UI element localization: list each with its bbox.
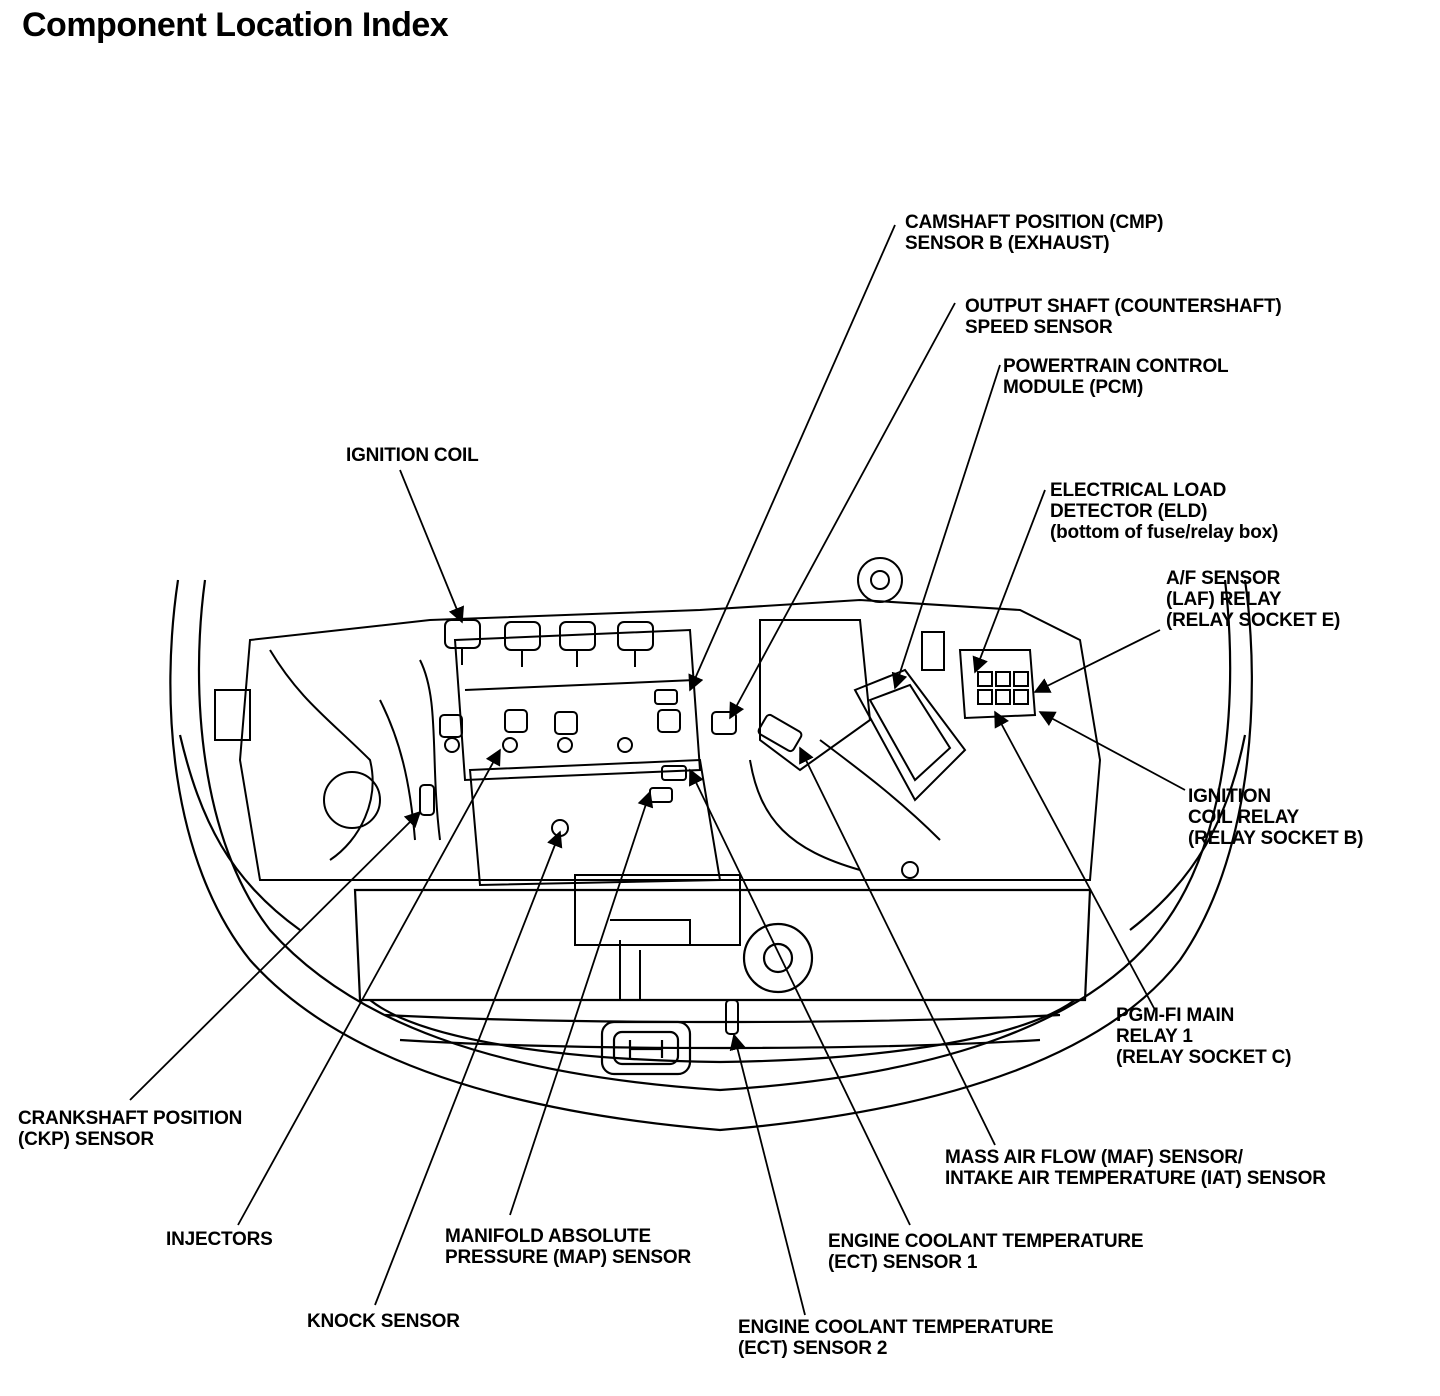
label-injectors: INJECTORS [166,1229,273,1250]
label-output-shaft-sensor: OUTPUT SHAFT (COUNTERSHAFT)SPEED SENSOR [965,296,1282,338]
label-maf-iat-sensor: MASS AIR FLOW (MAF) SENSOR/INTAKE AIR TE… [945,1147,1326,1189]
vehicle-body-outline [169,579,1253,1132]
label-ckp-sensor: CRANKSHAFT POSITION(CKP) SENSOR [18,1108,243,1150]
label-af-sensor-relay: A/F SENSOR(LAF) RELAY(RELAY SOCKET E) [1166,568,1341,631]
label-ignition-coil: IGNITION COIL [346,445,479,466]
leader-lines [129,224,1186,1316]
label-cmp-sensor: CAMSHAFT POSITION (CMP)SENSOR B (EXHAUST… [905,212,1164,254]
label-ect-sensor-2: ENGINE COOLANT TEMPERATURE(ECT) SENSOR 2 [738,1317,1054,1359]
page-title: Component Location Index [22,6,449,44]
label-knock-sensor: KNOCK SENSOR [307,1311,460,1332]
label-ect-sensor-1: ENGINE COOLANT TEMPERATURE(ECT) SENSOR 1 [828,1231,1144,1273]
engine-block [214,557,1102,1035]
